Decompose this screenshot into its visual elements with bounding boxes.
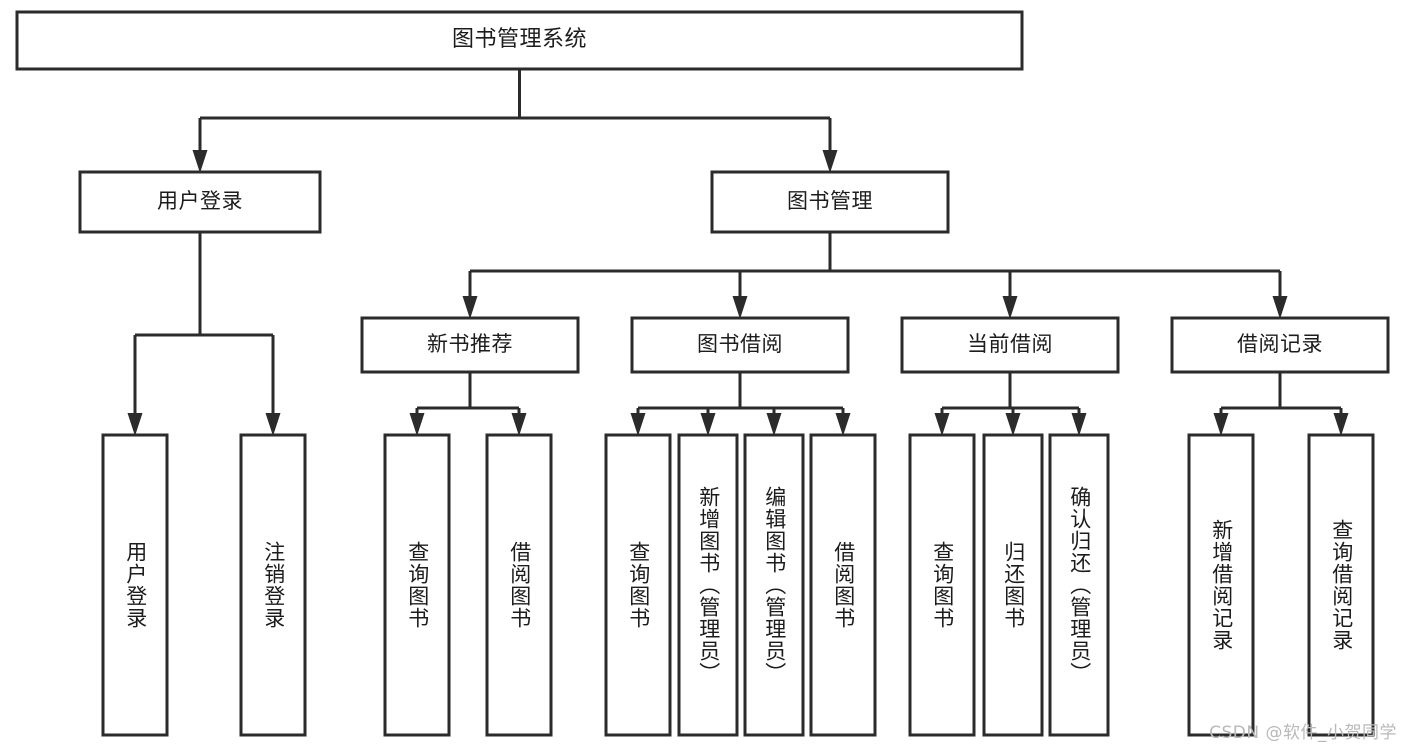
connector-arrowhead [732,296,748,319]
connector-arrowhead [127,413,143,436]
node-box-leaf-add-record[interactable] [1187,433,1255,737]
node-box-leaf-confirm-return[interactable] [1048,433,1110,737]
connector-arrowhead [192,150,208,173]
node-box-leaf-borrow-book-2[interactable] [809,433,877,737]
node-box-leaf-add-book[interactable] [677,433,739,737]
node-box-borrow-record[interactable] [1170,316,1390,374]
node-box-book-manage[interactable] [710,170,950,234]
connector-arrowhead [1002,296,1018,319]
connector-arrowhead [1005,413,1021,436]
node-box-leaf-query-book-3[interactable] [908,433,976,737]
connector-arrowhead [1213,413,1229,436]
connector-arrowhead [409,413,425,436]
node-box-new-book-rec[interactable] [360,316,580,374]
node-box-leaf-borrow-book-1[interactable] [485,433,553,737]
connector-arrowhead [822,150,838,173]
node-box-current-borrow[interactable] [900,316,1120,374]
connector-arrowhead [265,413,281,436]
connector-arrowhead [835,413,851,436]
node-box-root[interactable] [15,10,1024,71]
connector-arrowhead [766,413,782,436]
connector-arrowhead [1071,413,1087,436]
node-box-leaf-return-book[interactable] [982,433,1044,737]
connector-arrowhead [934,413,950,436]
node-box-leaf-query-book-1[interactable] [383,433,451,737]
node-box-leaf-user-logout[interactable] [239,433,307,737]
connector-arrowhead [462,296,478,319]
node-box-book-borrow[interactable] [630,316,850,374]
node-box-layer [15,10,1390,737]
node-box-user-login[interactable] [78,170,322,234]
connector-arrowhead [511,413,527,436]
connector-arrowhead [630,413,646,436]
connector-arrowhead [1333,413,1349,436]
node-box-leaf-query-record[interactable] [1307,433,1375,737]
node-box-leaf-edit-book[interactable] [743,433,805,737]
connector-arrowhead [700,413,716,436]
connector-layer [127,69,1349,436]
node-box-leaf-user-login[interactable] [101,433,169,737]
node-box-leaf-query-book-2[interactable] [604,433,672,737]
connector-arrowhead [1272,296,1288,319]
